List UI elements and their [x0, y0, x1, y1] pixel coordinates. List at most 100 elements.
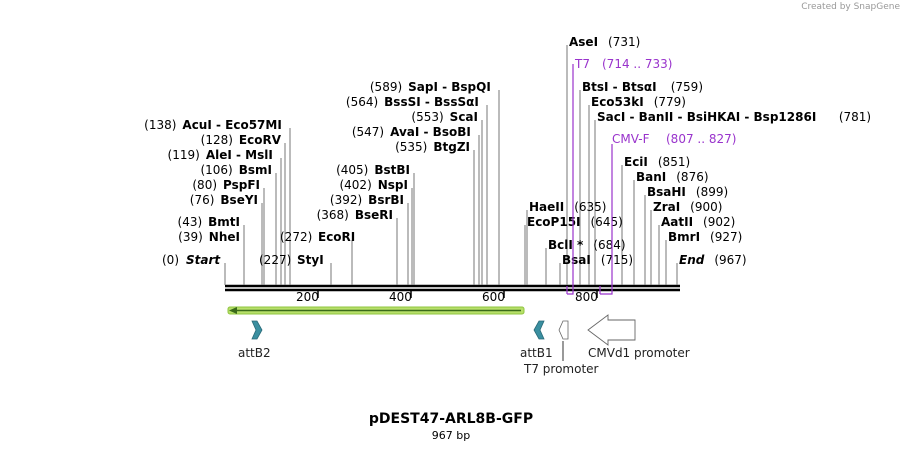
restriction-site[interactable]: AatII(902): [661, 215, 735, 229]
site-position: (900): [690, 200, 722, 214]
site-position: (564): [346, 95, 378, 109]
feature-attb2-label: attB2: [238, 346, 271, 360]
site-position: (927): [710, 230, 742, 244]
site-name: Eco53kI: [591, 95, 644, 109]
primer-cmv-f[interactable]: CMV-F (807 .. 827): [599, 132, 736, 295]
site-name: End: [679, 253, 705, 267]
site-position: (851): [658, 155, 690, 169]
site-name: EciI: [624, 155, 648, 169]
restriction-site[interactable]: Eco53kI(779): [591, 95, 686, 109]
feature-cmvd1-promoter[interactable]: CMVd1 promoter: [587, 314, 690, 360]
restriction-site[interactable]: BtsI - BtsαI(759): [582, 80, 703, 94]
site-name: EcoP15I: [527, 215, 581, 229]
site-position: (902): [703, 215, 735, 229]
teal-arrow-right-icon: [251, 320, 263, 340]
site-position: (684): [593, 238, 625, 252]
restriction-site[interactable]: NheI(39): [178, 230, 240, 244]
restriction-site[interactable]: EcoRI (272): [280, 230, 355, 244]
restriction-site[interactable]: ZraI(900): [653, 200, 722, 214]
site-name: Start: [186, 253, 221, 267]
site-name: BstBI: [374, 163, 410, 177]
teal-arrow-left-icon: [533, 320, 545, 340]
feature-t7-promoter[interactable]: T7 promoter: [523, 320, 599, 376]
restriction-site[interactable]: BclI * (684): [548, 238, 626, 252]
restriction-site[interactable]: EcoRV(128): [201, 133, 282, 147]
restriction-site[interactable]: BsaI(715): [562, 253, 633, 267]
site-position: (106): [200, 163, 232, 177]
site-position: (781): [839, 110, 871, 124]
feature-attb1-label: attB1: [520, 346, 553, 360]
restriction-site[interactable]: AcuI - Eco57MI (138): [144, 118, 282, 132]
site-position: (368): [317, 208, 349, 222]
site-position: (553): [411, 110, 443, 124]
site-position: (119): [168, 148, 200, 162]
site-position: (589): [370, 80, 402, 94]
site-name: BmrI: [668, 230, 700, 244]
primer-cmv-f-range: (807 .. 827): [666, 132, 736, 146]
plasmid-title: pDEST47-ARL8B-GFP: [369, 411, 533, 427]
restriction-site[interactable]: BmtI(43): [178, 215, 240, 229]
orf-arrow-feature[interactable]: [227, 306, 525, 315]
restriction-site[interactable]: BseYI(76): [190, 193, 258, 207]
restriction-site[interactable]: EcoP15I(645): [527, 215, 623, 229]
site-name: AvaI - BsoBI: [390, 125, 471, 139]
site-position: (899): [696, 185, 728, 199]
restriction-site[interactable]: BtgZI(535): [395, 140, 470, 154]
site-name: EcoRI: [318, 230, 355, 244]
feature-attb2[interactable]: attB2: [238, 320, 271, 360]
restriction-site[interactable]: BseRI(368): [317, 208, 393, 222]
site-position: (39): [178, 230, 203, 244]
tick-800: 800: [575, 290, 598, 304]
primer-t7-range: (714 .. 733): [602, 57, 672, 71]
primer-t7[interactable]: T7 (714 .. 733): [566, 57, 672, 295]
site-position: (547): [352, 125, 384, 139]
restriction-site[interactable]: End(967): [679, 253, 747, 267]
restriction-site[interactable]: Start(0): [162, 253, 221, 267]
site-position: (759): [671, 80, 703, 94]
site-name: NspI: [378, 178, 408, 192]
restriction-site[interactable]: StyI(227): [259, 253, 324, 267]
site-name: BsmI: [239, 163, 272, 177]
white-arrow-left-icon: [587, 314, 636, 346]
feature-attb1[interactable]: attB1: [520, 320, 553, 360]
restriction-site[interactable]: BsaHI (899): [647, 185, 728, 199]
site-position: (272): [280, 230, 312, 244]
site-name: BclI *: [548, 238, 584, 252]
restriction-site[interactable]: BanI(876): [636, 170, 709, 184]
restriction-site[interactable]: BsmI (106): [200, 163, 272, 177]
tick-400: 400: [389, 290, 412, 304]
site-position: (138): [144, 118, 176, 132]
site-position: (80): [192, 178, 217, 192]
restriction-site[interactable]: AvaI - BsoBI (547): [352, 125, 471, 139]
site-position: (876): [676, 170, 708, 184]
site-position: (128): [201, 133, 233, 147]
site-position: (227): [259, 253, 291, 267]
restriction-site[interactable]: AleI - MslI(119): [168, 148, 273, 162]
restriction-site[interactable]: SacI - BanII - BsiHKAI - Bsp1286I (781): [597, 110, 871, 124]
restriction-site[interactable]: BsrBI(392): [330, 193, 404, 207]
site-position: (731): [608, 35, 640, 49]
restriction-site[interactable]: BssSI - BssSαI(564): [346, 95, 479, 109]
restriction-site[interactable]: ScaI(553): [411, 110, 478, 124]
site-name: AcuI - Eco57MI: [182, 118, 281, 132]
site-name: HaeII: [529, 200, 564, 214]
restriction-site[interactable]: BmrI (927): [668, 230, 742, 244]
primer-cmv-f-name: CMV-F: [612, 132, 650, 146]
restriction-site[interactable]: HaeII(635): [529, 200, 606, 214]
restriction-site[interactable]: SapI - BspQI(589): [370, 80, 491, 94]
site-name: AseI: [569, 35, 598, 49]
feature-cmvd1-label: CMVd1 promoter: [588, 346, 690, 360]
site-name: SacI - BanII - BsiHKAI - Bsp1286I: [597, 110, 816, 124]
restriction-site[interactable]: EciI (851): [624, 155, 690, 169]
restriction-site[interactable]: PspFI(80): [192, 178, 260, 192]
restriction-site[interactable]: BstBI (405): [336, 163, 410, 177]
restriction-site[interactable]: AseI (731): [569, 35, 640, 49]
site-position: (43): [178, 215, 203, 229]
site-name: BseYI: [220, 193, 258, 207]
site-name: BsaHI: [647, 185, 686, 199]
site-name: BtgZI: [433, 140, 470, 154]
site-position: (405): [336, 163, 368, 177]
restriction-site[interactable]: NspI (402): [339, 178, 408, 192]
site-position: (402): [339, 178, 371, 192]
